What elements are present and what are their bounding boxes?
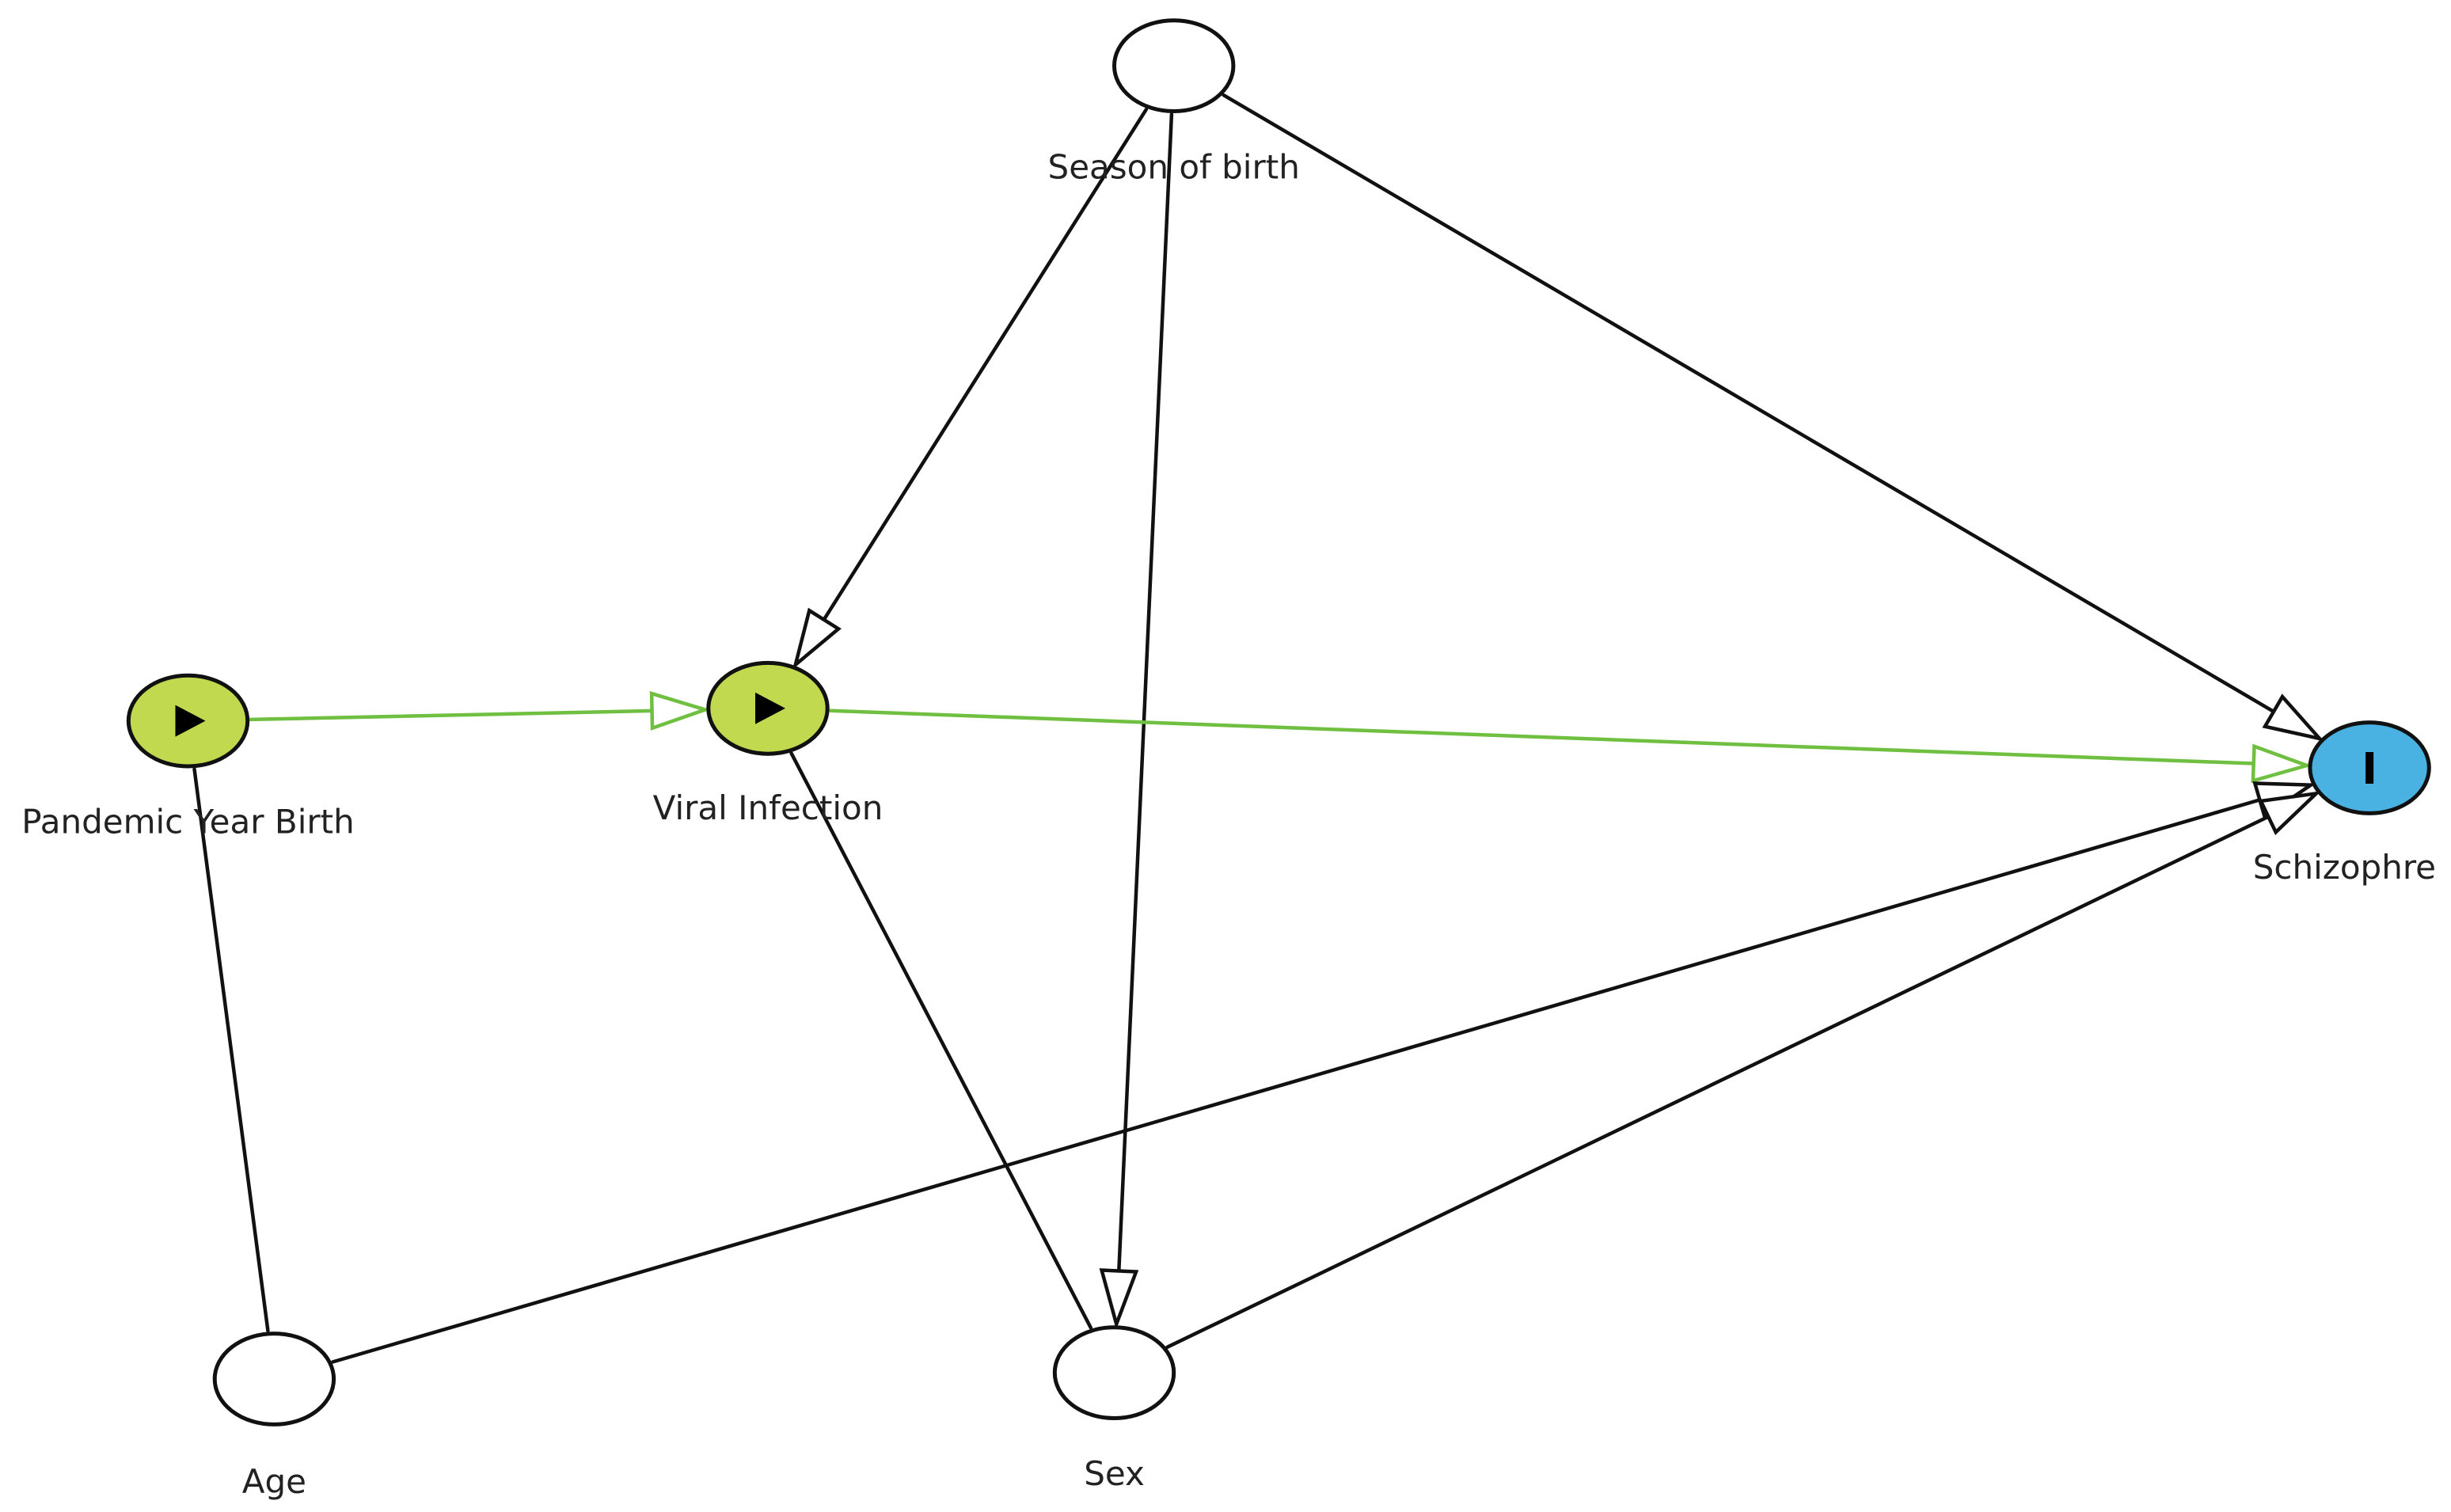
node-shape bbox=[1052, 1325, 1176, 1420]
play-icon bbox=[175, 705, 206, 737]
play-icon bbox=[755, 692, 785, 724]
edge-line bbox=[1222, 93, 2276, 714]
node-pandemic[interactable]: Pandemic Year Birth bbox=[21, 673, 355, 841]
node-sex[interactable]: Sex bbox=[1052, 1325, 1176, 1494]
edge-line bbox=[331, 798, 2262, 1364]
arrowhead-icon bbox=[1099, 1268, 1139, 1330]
node-label-age: Age bbox=[242, 1462, 306, 1501]
edge-line bbox=[789, 751, 1093, 1330]
edge-line bbox=[1165, 815, 2270, 1349]
outcome-bar-icon bbox=[2366, 752, 2374, 784]
arrowhead-icon bbox=[649, 691, 712, 731]
edge-viral-to-schizo[interactable] bbox=[828, 709, 2313, 784]
edge-line bbox=[828, 709, 2255, 765]
edge-layer bbox=[192, 93, 2325, 1364]
edge-sex-to-viral[interactable] bbox=[789, 751, 1093, 1330]
edge-season-to-schizo[interactable] bbox=[1222, 93, 2325, 742]
node-viral[interactable]: Viral Infection bbox=[653, 660, 884, 827]
edge-line bbox=[249, 709, 654, 722]
node-label-pandemic: Pandemic Year Birth bbox=[21, 803, 354, 841]
node-label-season: Season of birth bbox=[1048, 147, 1300, 186]
node-age[interactable]: Age bbox=[212, 1332, 336, 1502]
edge-season-to-viral[interactable] bbox=[792, 107, 1149, 670]
edge-season-to-sex[interactable] bbox=[1099, 112, 1174, 1330]
arrowhead-icon bbox=[792, 607, 842, 670]
node-shape bbox=[1112, 18, 1236, 113]
edge-pandemic-to-viral[interactable] bbox=[249, 691, 712, 731]
edge-line bbox=[822, 107, 1149, 622]
node-label-schizo: Schizophre bbox=[2253, 848, 2436, 887]
edge-age-to-pandemic[interactable] bbox=[192, 767, 270, 1333]
edge-line bbox=[192, 767, 270, 1333]
node-label-viral: Viral Infection bbox=[653, 788, 884, 827]
edge-line bbox=[1117, 112, 1174, 1273]
node-season[interactable]: Season of birth bbox=[1048, 18, 1300, 187]
arrowhead-icon bbox=[2251, 743, 2313, 784]
edge-sex-to-schizo[interactable] bbox=[1165, 791, 2322, 1349]
edge-age-to-schizo[interactable] bbox=[331, 781, 2317, 1364]
arrowhead-icon bbox=[2262, 693, 2325, 742]
node-label-sex: Sex bbox=[1084, 1454, 1145, 1493]
node-schizo[interactable]: Schizophre bbox=[2253, 720, 2436, 887]
arrowhead-icon bbox=[2258, 791, 2322, 835]
node-shape bbox=[212, 1332, 336, 1427]
